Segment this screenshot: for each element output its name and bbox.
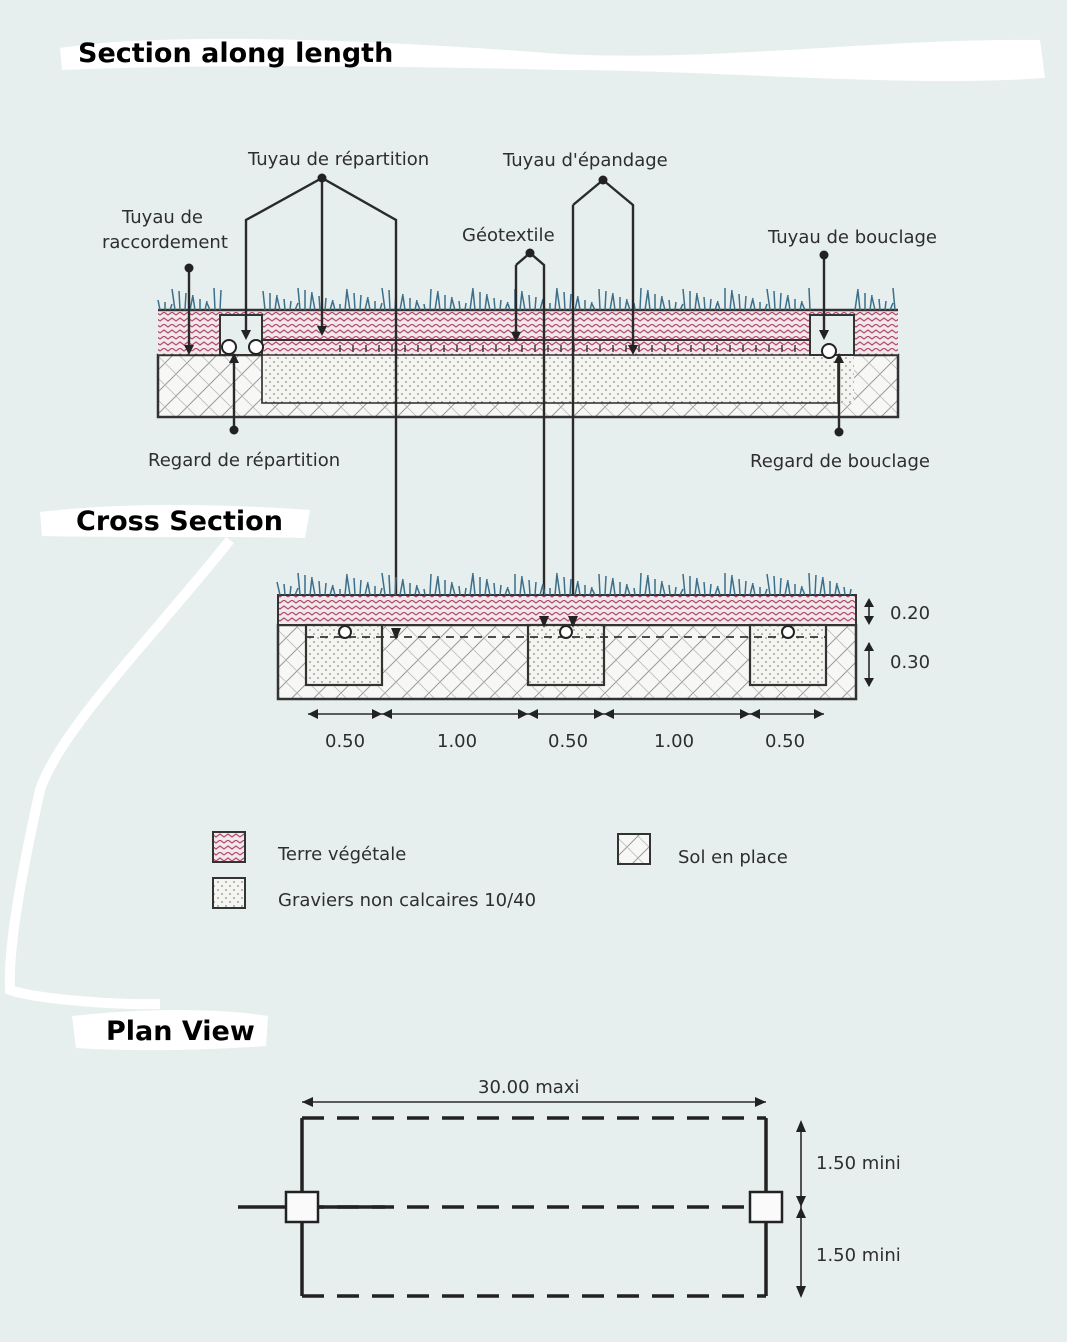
legend-swatch-topsoil [212, 831, 246, 863]
legend-swatch-gravel [212, 877, 246, 909]
width-trench-3: 0.50 [765, 731, 805, 752]
label-tuyau-raccordement-line1: Tuyau de [121, 207, 203, 228]
depth-trench: 0.30 [890, 652, 930, 673]
distribution-pipe-section [248, 339, 264, 355]
loop-chamber-plan [748, 1190, 784, 1224]
label-tuyau-epandage: Tuyau d'épandage [502, 150, 668, 171]
cross-section-title: Cross Section [76, 506, 283, 537]
label-tuyau-bouclage: Tuyau de bouclage [767, 227, 937, 248]
width-trench-1: 0.50 [325, 731, 365, 752]
plan-length: 30.00 maxi [478, 1077, 579, 1098]
legend-graviers: Graviers non calcaires 10/40 [278, 890, 536, 911]
topsoil-layer-cross [277, 594, 857, 626]
label-tuyau-repartition: Tuyau de répartition [247, 149, 429, 170]
topsoil-layer-long [158, 310, 898, 355]
grass-long [157, 287, 896, 311]
heading-plan-view: Plan View [72, 1010, 268, 1051]
connection-pipe-section [221, 339, 237, 355]
width-dimensions: 0.50 1.00 0.50 1.00 0.50 [308, 709, 824, 752]
gravel-bed-long [262, 355, 854, 403]
width-spacing-2: 1.00 [654, 731, 694, 752]
pipe-trench-3 [781, 625, 795, 639]
plan-width-2: 1.50 mini [816, 1245, 901, 1266]
pipe-trench-2 [559, 625, 573, 639]
heading-cross-section: Cross Section [4, 505, 310, 1010]
width-spacing-1: 1.00 [437, 731, 477, 752]
depth-topsoil: 0.20 [890, 603, 930, 624]
plan-view-title: Plan View [106, 1016, 255, 1047]
label-geotextile: Géotextile [462, 225, 555, 246]
heading-section-along-length: Section along length [60, 38, 1045, 82]
legend-swatch-soil [617, 833, 651, 865]
width-trench-2: 0.50 [548, 731, 588, 752]
label-regard-repartition: Regard de répartition [148, 450, 340, 471]
depth-dimensions: 0.20 0.30 [864, 598, 930, 687]
label-tuyau-raccordement-line2: raccordement [102, 232, 228, 253]
label-regard-bouclage: Regard de bouclage [750, 451, 930, 472]
pipe-trench-1 [338, 625, 352, 639]
legend-sol-en-place: Sol en place [678, 847, 788, 868]
plan-view-drawing: 30.00 maxi 1.50 mini 1.50 mini [238, 1077, 901, 1298]
loop-pipe-section [821, 343, 837, 359]
longitudinal-section: Tuyau de répartition Tuyau d'épandage Tu… [102, 149, 937, 640]
section-along-length-title: Section along length [78, 38, 393, 69]
cross-section-drawing: 0.20 0.30 0.50 1.00 0.50 1.00 0.50 [276, 572, 930, 752]
distribution-chamber-plan [284, 1190, 320, 1224]
legend: Terre végétale Graviers non calcaires 10… [212, 831, 788, 911]
plan-width-1: 1.50 mini [816, 1153, 901, 1174]
grass-cross [276, 572, 852, 596]
legend-terre-vegetale: Terre végétale [277, 844, 406, 865]
